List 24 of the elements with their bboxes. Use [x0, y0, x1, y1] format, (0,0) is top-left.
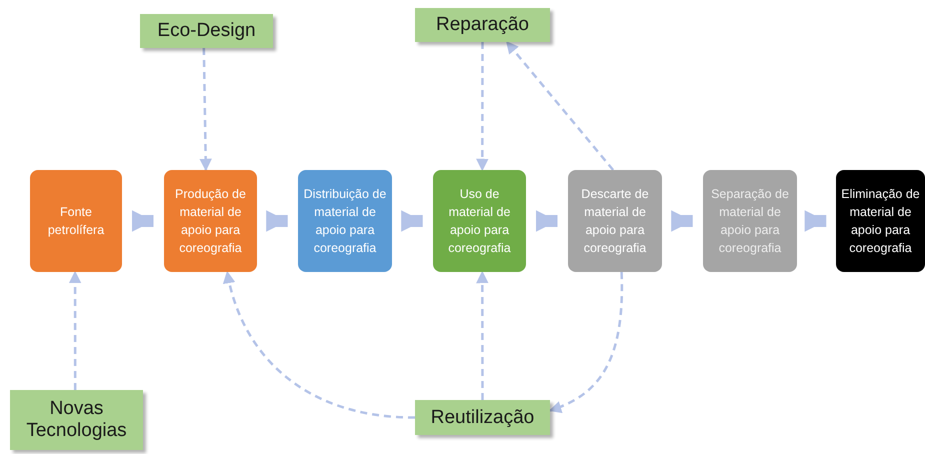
- process-box: Fonte petrolífera: [30, 170, 122, 272]
- arrow: [506, 41, 614, 171]
- process-box: Eliminação de material de apoio para coreografia: [836, 170, 925, 272]
- arrow: [548, 272, 624, 413]
- arrow: [68, 270, 82, 390]
- process-box: Distribuição de material de apoio para coreografia: [298, 170, 392, 272]
- label-box: Novas Tecnologias: [10, 390, 143, 450]
- label-box: Eco-Design: [140, 14, 273, 48]
- arrow: [476, 270, 489, 400]
- process-box: Produção de material de apoio para coreografia: [164, 170, 257, 272]
- arrow: [671, 210, 693, 232]
- process-box: Uso de material de apoio para coreografia: [433, 170, 526, 272]
- arrow: [266, 210, 288, 232]
- arrow: [132, 210, 154, 232]
- arrow: [536, 210, 558, 232]
- arrow: [476, 42, 489, 172]
- arrow: [401, 210, 423, 232]
- label-box: Reutilização: [415, 400, 550, 435]
- arrow: [804, 210, 826, 232]
- process-box: Descarte de material de apoio para coreografia: [568, 170, 662, 272]
- arrow: [199, 48, 212, 172]
- process-box: Separação de material de apoio para coreografia: [703, 170, 797, 272]
- arrow: [224, 270, 416, 419]
- label-box: Reparação: [415, 8, 550, 42]
